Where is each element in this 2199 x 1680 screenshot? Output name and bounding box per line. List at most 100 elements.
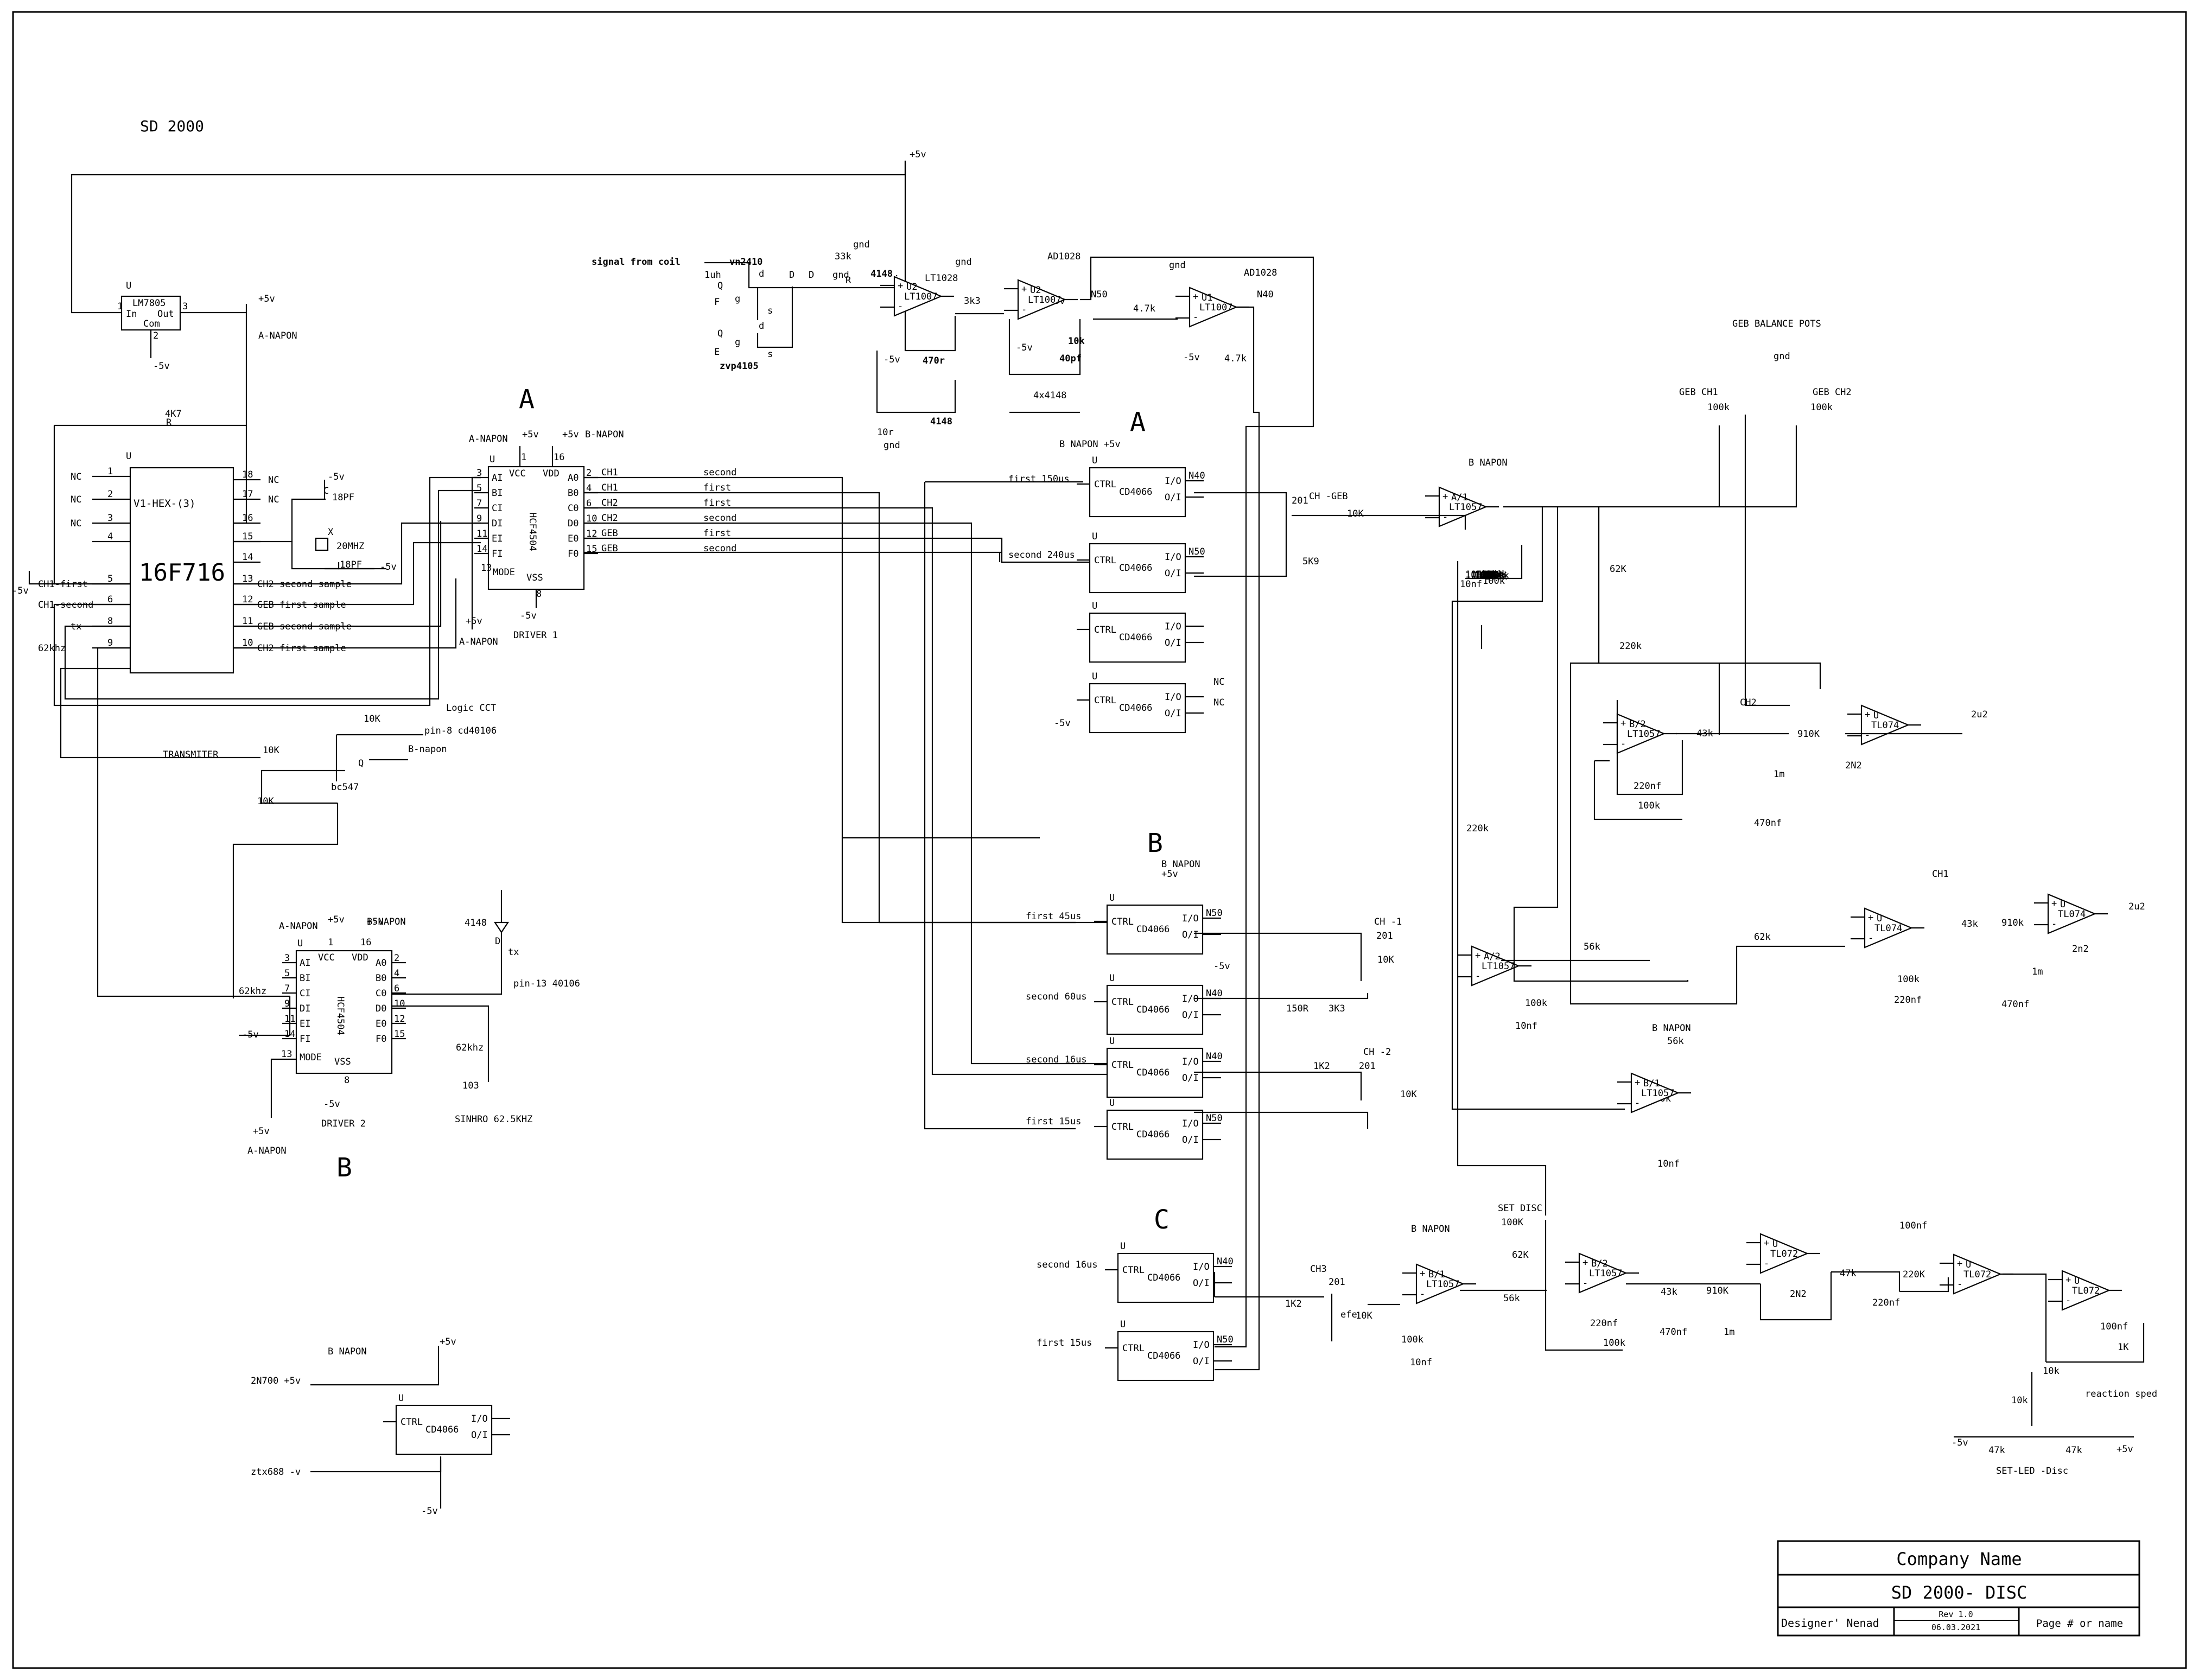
svg-text:I/O: I/O [1165, 552, 1181, 563]
svg-text:D: D [495, 936, 500, 947]
svg-text:D: D [809, 270, 814, 281]
svg-text:U: U [1109, 893, 1115, 903]
svg-text:R: R [846, 275, 851, 286]
svg-text:N50: N50 [1091, 289, 1108, 300]
svg-text:7: 7 [284, 983, 290, 994]
svg-text:U: U [1120, 1319, 1126, 1330]
svg-text:A/2: A/2 [1484, 951, 1501, 962]
svg-text:100k: 100k [1475, 569, 1497, 580]
section-a-label: A [1130, 407, 1146, 437]
svg-text:10k: 10k [2043, 1366, 2060, 1377]
svg-text:B NAPON: B NAPON [1469, 457, 1508, 468]
svg-text:-5v: -5v [323, 1099, 340, 1110]
svg-text:I/O: I/O [1193, 1262, 1210, 1272]
svg-text:CTRL: CTRL [401, 1417, 423, 1428]
svg-text:100k: 100k [1603, 1338, 1625, 1348]
svg-text:100k: 100k [1810, 402, 1833, 413]
svg-text:O/I: O/I [1193, 1278, 1210, 1289]
svg-text:N50: N50 [1206, 908, 1223, 919]
svg-text:CH2: CH2 [601, 498, 618, 508]
svg-text:CTRL: CTRL [1094, 479, 1116, 490]
svg-text:100k: 100k [1475, 569, 1497, 580]
svg-text:100k: 100k [1477, 569, 1499, 580]
svg-text:CTRL: CTRL [1094, 625, 1116, 635]
svg-text:CH -1: CH -1 [1374, 917, 1402, 927]
svg-text:220nf: 220nf [1894, 995, 1922, 1006]
svg-text:1K2: 1K2 [1285, 1299, 1302, 1309]
svg-text:17: 17 [242, 489, 253, 500]
svg-text:TRANSMITER: TRANSMITER [163, 749, 219, 760]
svg-text:10K: 10K [257, 796, 274, 807]
svg-text:AI: AI [300, 958, 310, 969]
svg-text:U: U [1092, 601, 1097, 612]
svg-text:1K: 1K [2118, 1342, 2129, 1353]
svg-text:Q: Q [358, 758, 364, 769]
svg-text:4148: 4148 [465, 918, 487, 928]
svg-text:2: 2 [394, 953, 399, 964]
svg-text:1: 1 [107, 466, 113, 477]
svg-text:10K: 10K [1347, 508, 1364, 519]
svg-text:100k: 100k [1475, 569, 1497, 580]
section-b-label: B [1147, 828, 1163, 858]
svg-text:GEB: GEB [601, 528, 618, 539]
svg-text:100nf: 100nf [1899, 1220, 1927, 1231]
svg-text:-5v: -5v [421, 1506, 438, 1517]
svg-text:10K: 10K [1400, 1089, 1417, 1100]
svg-text:CD4066: CD4066 [1136, 1129, 1170, 1140]
svg-text:LT1057: LT1057 [1482, 961, 1515, 972]
svg-text:+: + [2065, 1275, 2071, 1286]
svg-text:220nf: 220nf [1634, 781, 1661, 792]
svg-text:E0: E0 [376, 1019, 386, 1029]
svg-text:B/2: B/2 [1591, 1258, 1608, 1269]
svg-text:O/I: O/I [1165, 708, 1181, 719]
svg-text:1: 1 [117, 301, 123, 312]
svg-text:910K: 910K [1797, 729, 1820, 740]
svg-text:O/I: O/I [471, 1430, 488, 1441]
svg-text:3: 3 [107, 513, 113, 524]
svg-text:+: + [1582, 1257, 1588, 1268]
svg-text:470r: 470r [923, 355, 945, 366]
svg-text:11: 11 [242, 616, 253, 627]
svg-text:2n2: 2n2 [2072, 944, 2089, 954]
svg-text:16: 16 [360, 937, 371, 948]
svg-text:3: 3 [284, 953, 290, 964]
svg-text:10nf: 10nf [1657, 1159, 1680, 1169]
svg-text:5: 5 [476, 483, 482, 494]
svg-text:13: 13 [481, 563, 492, 574]
svg-text:-: - [898, 301, 903, 312]
svg-text:100K: 100K [1501, 1217, 1524, 1228]
svg-text:tx: tx [508, 947, 519, 958]
svg-text:18PF: 18PF [332, 492, 354, 503]
svg-text:62K: 62K [1512, 1250, 1529, 1261]
svg-text:second: second [703, 513, 736, 524]
svg-text:220k: 220k [1466, 823, 1489, 834]
svg-text:1m: 1m [1724, 1327, 1734, 1338]
svg-text:-: - [1193, 312, 1198, 323]
svg-text:910k: 910k [2001, 918, 2024, 928]
svg-text:910K: 910K [1706, 1286, 1729, 1296]
svg-text:-: - [1957, 1279, 1962, 1290]
svg-text:14: 14 [476, 544, 487, 555]
svg-text:56k: 56k [1503, 1293, 1520, 1304]
svg-text:10: 10 [242, 638, 253, 648]
svg-text:10r: 10r [877, 427, 894, 438]
svg-text:LT1007: LT1007 [1199, 302, 1232, 313]
bank-b-supply: B NAPON [1161, 859, 1200, 870]
svg-text:E0: E0 [568, 533, 579, 544]
svg-text:-5v: -5v [1183, 352, 1200, 363]
svg-text:NC: NC [71, 494, 81, 505]
svg-text:U: U [1120, 1241, 1126, 1252]
svg-text:NC: NC [1213, 677, 1224, 688]
svg-text:N40: N40 [1206, 1051, 1223, 1062]
svg-text:B-NAPON: B-NAPON [585, 429, 624, 440]
svg-text:U: U [1109, 1098, 1115, 1109]
svg-text:O/I: O/I [1165, 568, 1181, 579]
svg-text:47k: 47k [1840, 1268, 1857, 1279]
svg-text:10nf: 10nf [1515, 1021, 1537, 1032]
svg-text:gnd: gnd [832, 270, 849, 281]
svg-text:100k: 100k [1465, 569, 1488, 580]
